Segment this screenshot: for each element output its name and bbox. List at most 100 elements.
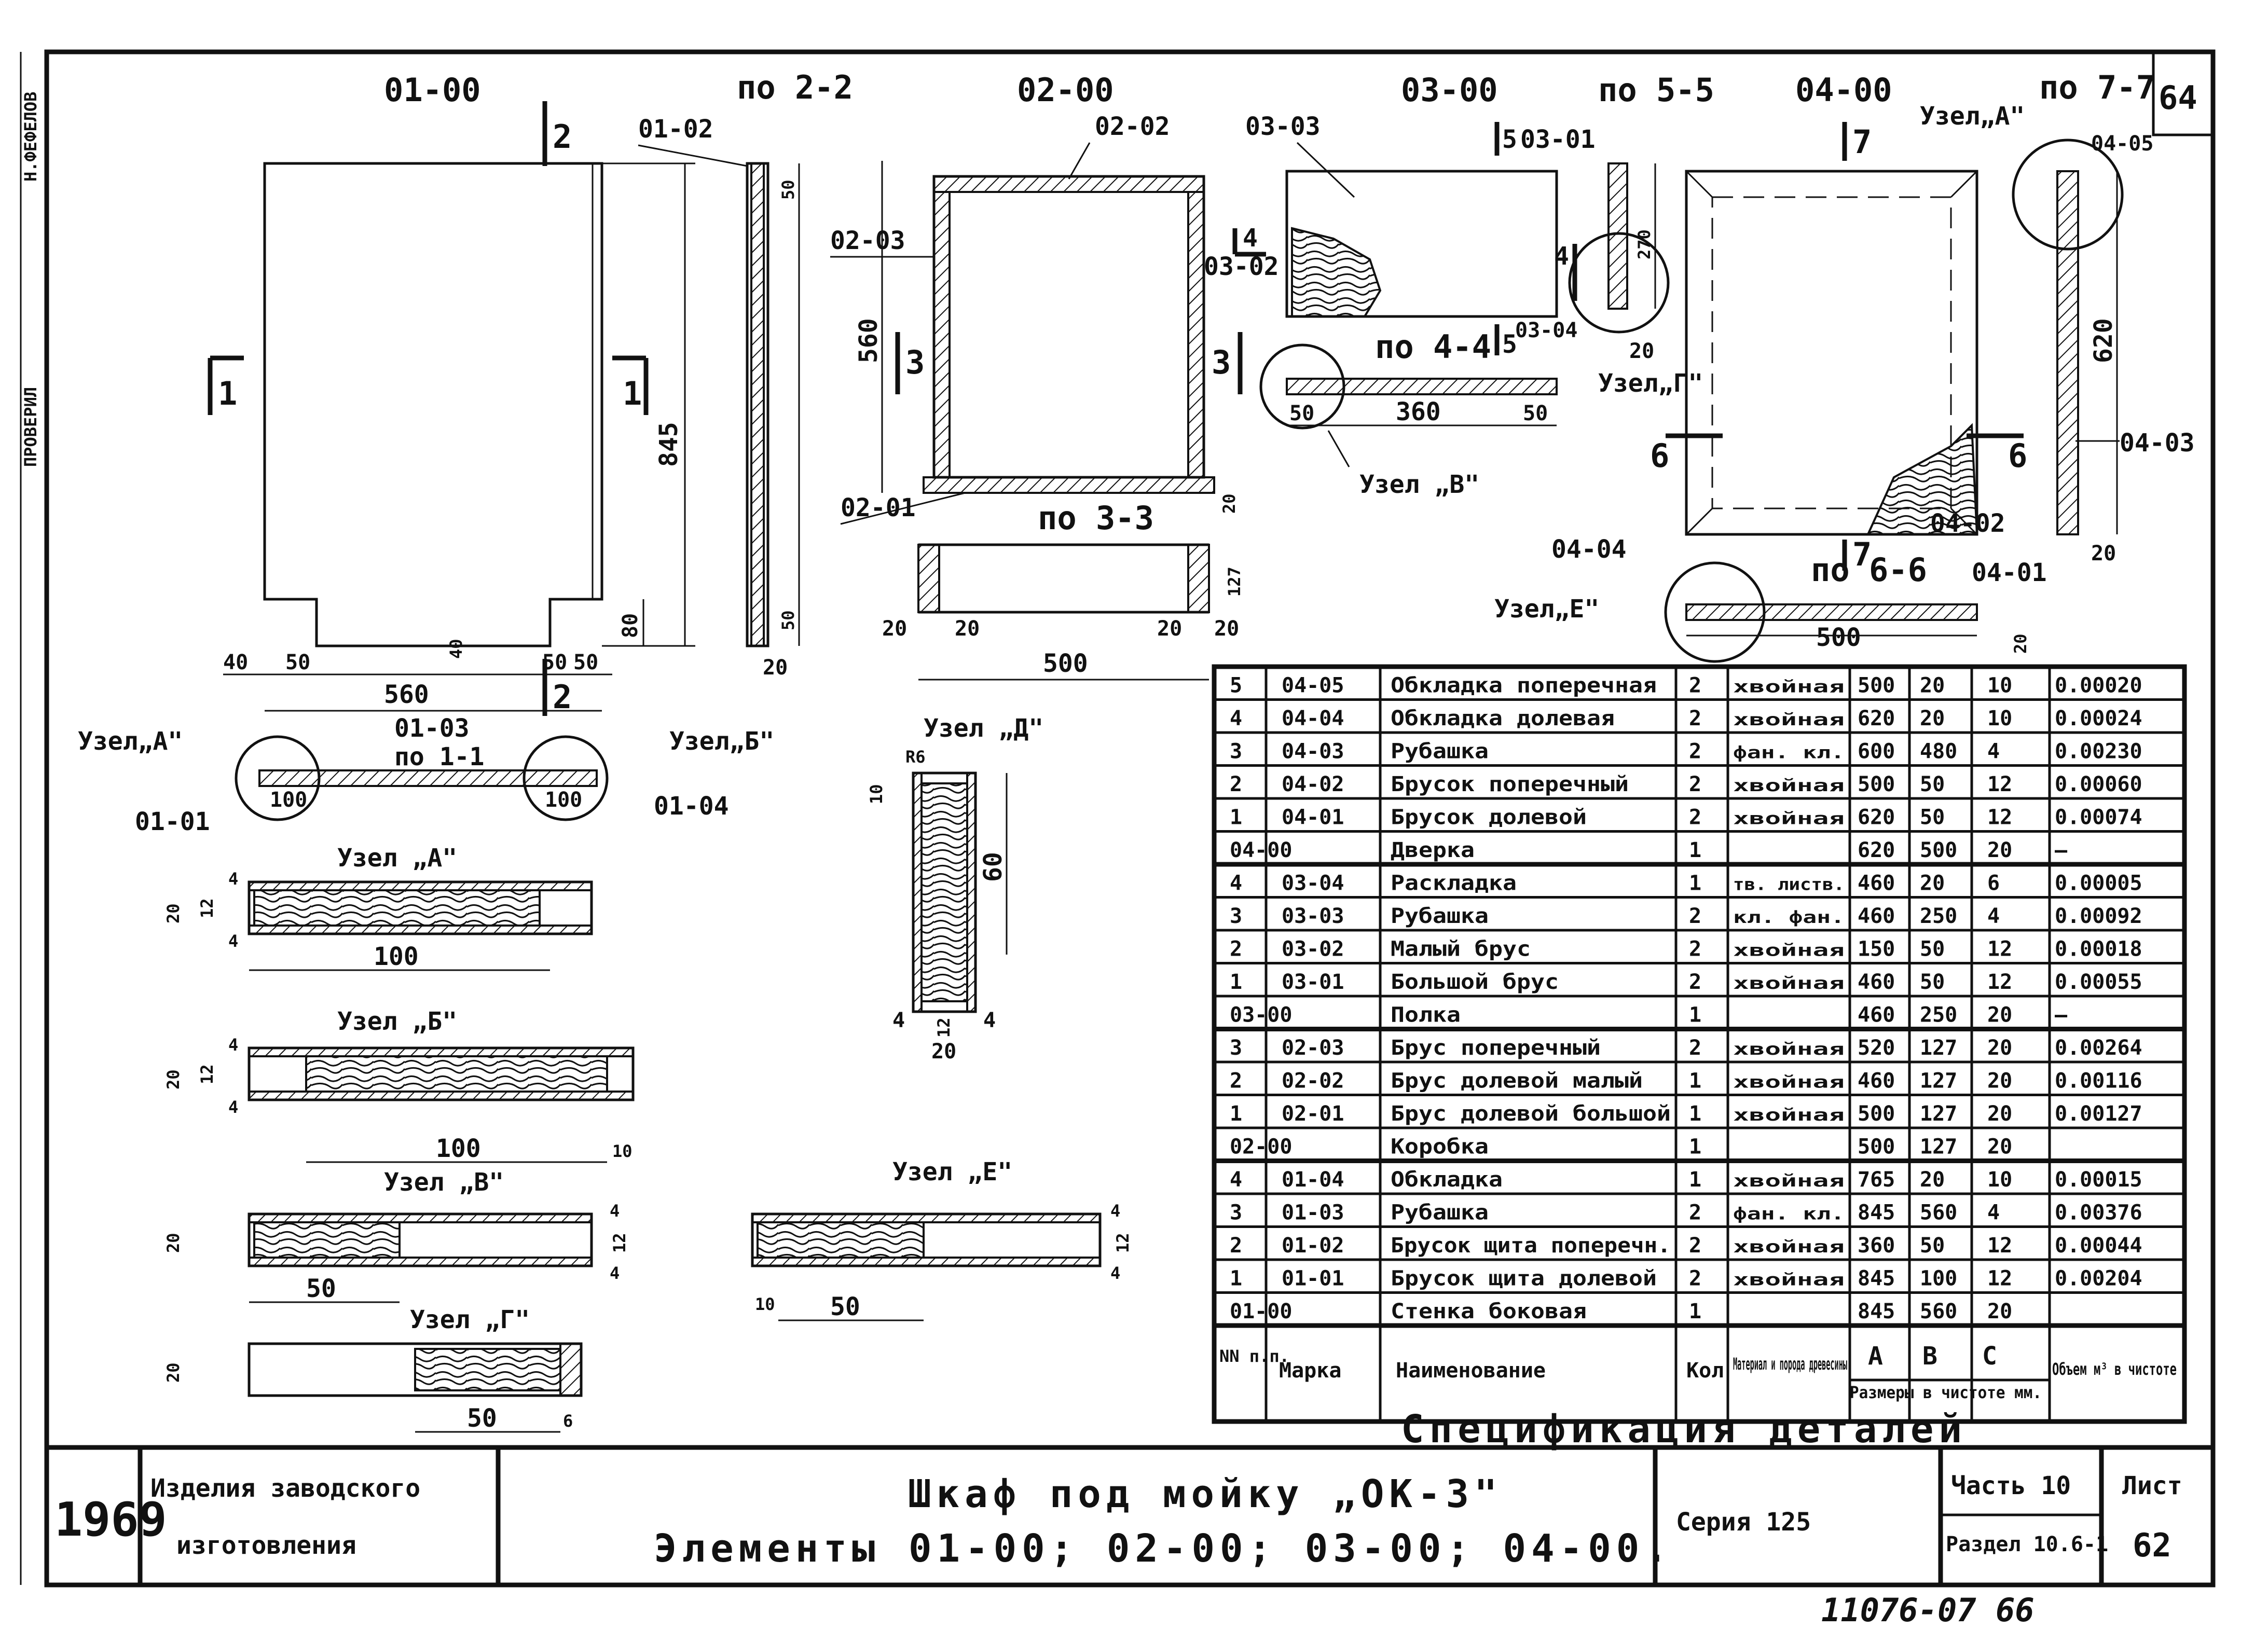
section-5-5-title: по 5-5 (1598, 71, 1714, 109)
spec-cell-name: Брус долевой малый (1391, 1069, 1643, 1093)
s77-dim-620: 620 (2089, 318, 2118, 363)
spec-cell-a: 600 (1858, 740, 1895, 764)
spec-cell-a: 460 (1858, 970, 1895, 994)
spec-header-material: Материал и порода древесины (1733, 1354, 1847, 1374)
spec-cell-mark: 04-04 (1282, 707, 1344, 730)
spec-cell-name: Брусок щита поперечн. (1391, 1234, 1671, 1258)
spec-cell-qty: 1 (1689, 1069, 1701, 1093)
s66-node-e: Узел„Е" (1494, 595, 1599, 624)
node-g: Узел „Г" 20 50 6 (163, 1305, 583, 1433)
view-02-00-title: 02-00 (1017, 71, 1114, 109)
node-e-dim-4-bottom: 4 (1110, 1263, 1120, 1283)
section-7-7-title: по 7-7 (2039, 68, 2155, 106)
s22-dim-50-bottom: 50 (778, 610, 798, 630)
spec-cell-a: 460 (1858, 1003, 1895, 1027)
s55-mark-5-bottom: 5 (1502, 330, 1517, 359)
spec-cell-a: 500 (1858, 1135, 1895, 1159)
spec-cell-mark: 01-01 (1282, 1267, 1344, 1291)
spec-cell-mark: 04-01 (1282, 806, 1344, 830)
spec-cell-b: 127 (1920, 1102, 1957, 1126)
side-label-author: Н.ФЕФЕЛОВ (21, 92, 40, 182)
v02-cut-3-right: 3 (1212, 343, 1231, 381)
spec-cell-no: 1 (1230, 1102, 1242, 1126)
spec-cell-qty: 2 (1689, 707, 1701, 730)
node-v-title: Узел „В" (384, 1168, 504, 1197)
spec-cell-vol: — (2055, 838, 2068, 862)
spec-cell-c: 12 (1987, 806, 2012, 830)
spec-header-no: NN п.п. (1219, 1346, 1289, 1366)
section-6-6: по 6-6 04-04 04-01 Узел„Е" 500 20 (1494, 535, 2047, 663)
spec-cell-a: 360 (1858, 1234, 1895, 1258)
spec-cell-c: 10 (1987, 1168, 2012, 1192)
spec-cell-c: 12 (1987, 772, 2012, 796)
spec-cell-mark: 02-03 (1282, 1036, 1344, 1060)
v02-dim-560: 560 (854, 318, 883, 363)
node-g-dim-50: 50 (467, 1404, 497, 1433)
node-b-dim-20: 20 (163, 1069, 183, 1089)
node-b-dim-10: 10 (612, 1141, 633, 1161)
node-d-dim-10: 10 (867, 784, 886, 804)
node-e-dim-50: 50 (830, 1292, 860, 1321)
spec-cell-no: 1 (1230, 806, 1242, 830)
view-03-00-title: 03-00 (1401, 71, 1498, 109)
s11-dim-100-left: 100 (270, 788, 307, 812)
spec-cell-mat: хвойная (1733, 677, 1845, 697)
spec-cell-mat: хвойная (1733, 1072, 1845, 1092)
spec-cell-mark: 03-03 (1282, 904, 1344, 928)
section-3-3-title: по 3-3 (1038, 499, 1154, 537)
s22-dim-20: 20 (763, 656, 788, 680)
spec-cell-vol: 0.00230 (2055, 740, 2142, 764)
spec-cell-b: 250 (1920, 1003, 1957, 1027)
node-v-dim-4-top: 4 (610, 1201, 620, 1221)
spec-cell-vol: 0.00018 (2055, 937, 2142, 961)
s33-dim-20-b: 20 (955, 617, 980, 641)
s22-dim-50-top: 50 (778, 180, 798, 200)
v02-part-02-03: 02-03 (830, 226, 905, 255)
spec-cell-name: Обкладка долевая (1391, 707, 1615, 730)
spec-cell-no: 4 (1230, 707, 1242, 730)
spec-cell-no: 5 (1230, 674, 1242, 698)
spec-cell-b: 127 (1920, 1069, 1957, 1093)
v03-cut-4: 4 (1243, 224, 1258, 253)
s77-dim-20: 20 (2091, 542, 2116, 565)
node-d-dim-60: 60 (979, 852, 1008, 882)
spec-header-volume: Объем м³ в чистоте (2052, 1359, 2177, 1379)
spec-cell-no: 1 (1230, 970, 1242, 994)
spec-cell-mat: тв. листв. (1733, 875, 1845, 894)
v01-dim-40-left: 40 (223, 651, 248, 674)
spec-cell-mark: 03-04 (1282, 872, 1344, 895)
titleblock-section: Раздел 10.6-1 (1946, 1533, 2108, 1556)
spec-cell-c: 20 (1987, 1003, 2012, 1027)
spec-cell-a: 460 (1858, 872, 1895, 895)
s11-dim-100-right: 100 (545, 788, 582, 812)
spec-cell-a: 845 (1858, 1201, 1895, 1225)
spec-cell-vol: 0.00204 (2055, 1267, 2142, 1291)
spec-cell-a: 500 (1858, 1102, 1895, 1126)
spec-header-qty: Кол (1686, 1359, 1724, 1383)
spec-cell-mat: хвойная (1733, 1270, 1845, 1290)
v04-part-04-02: 04-02 (1930, 509, 2005, 538)
spec-cell-qty: 2 (1689, 740, 1701, 764)
section-5-5: по 5-5 5 03-01 270 4 5 03-04 20 Узел„Г" (1494, 71, 1714, 398)
spec-cell-mark: 02-02 (1282, 1069, 1344, 1093)
sheet-frame: 64 Н.ФЕФЕЛОВ ПРОВЕРИЛ (20, 49, 2216, 1588)
spec-cell-mat: хвойная (1733, 973, 1845, 993)
spec-cell-name: Малый брус (1391, 937, 1531, 961)
spec-cell-qty: 2 (1689, 970, 1701, 994)
node-a-dim-100: 100 (374, 942, 419, 971)
node-a-title: Узел „А" (337, 844, 457, 873)
node-d-title: Узел „Д" (924, 714, 1043, 743)
spec-cell-mark: 01-00 (1230, 1300, 1292, 1323)
spec-cell-vol: 0.00015 (2055, 1168, 2142, 1192)
s66-dim-500: 500 (1816, 623, 1861, 652)
spec-cell-no: 4 (1230, 1168, 1242, 1192)
spec-cell-name: Коробка (1391, 1135, 1489, 1159)
spec-cell-name: Обкладка (1391, 1168, 1503, 1192)
spec-cell-b: 50 (1920, 970, 1945, 994)
